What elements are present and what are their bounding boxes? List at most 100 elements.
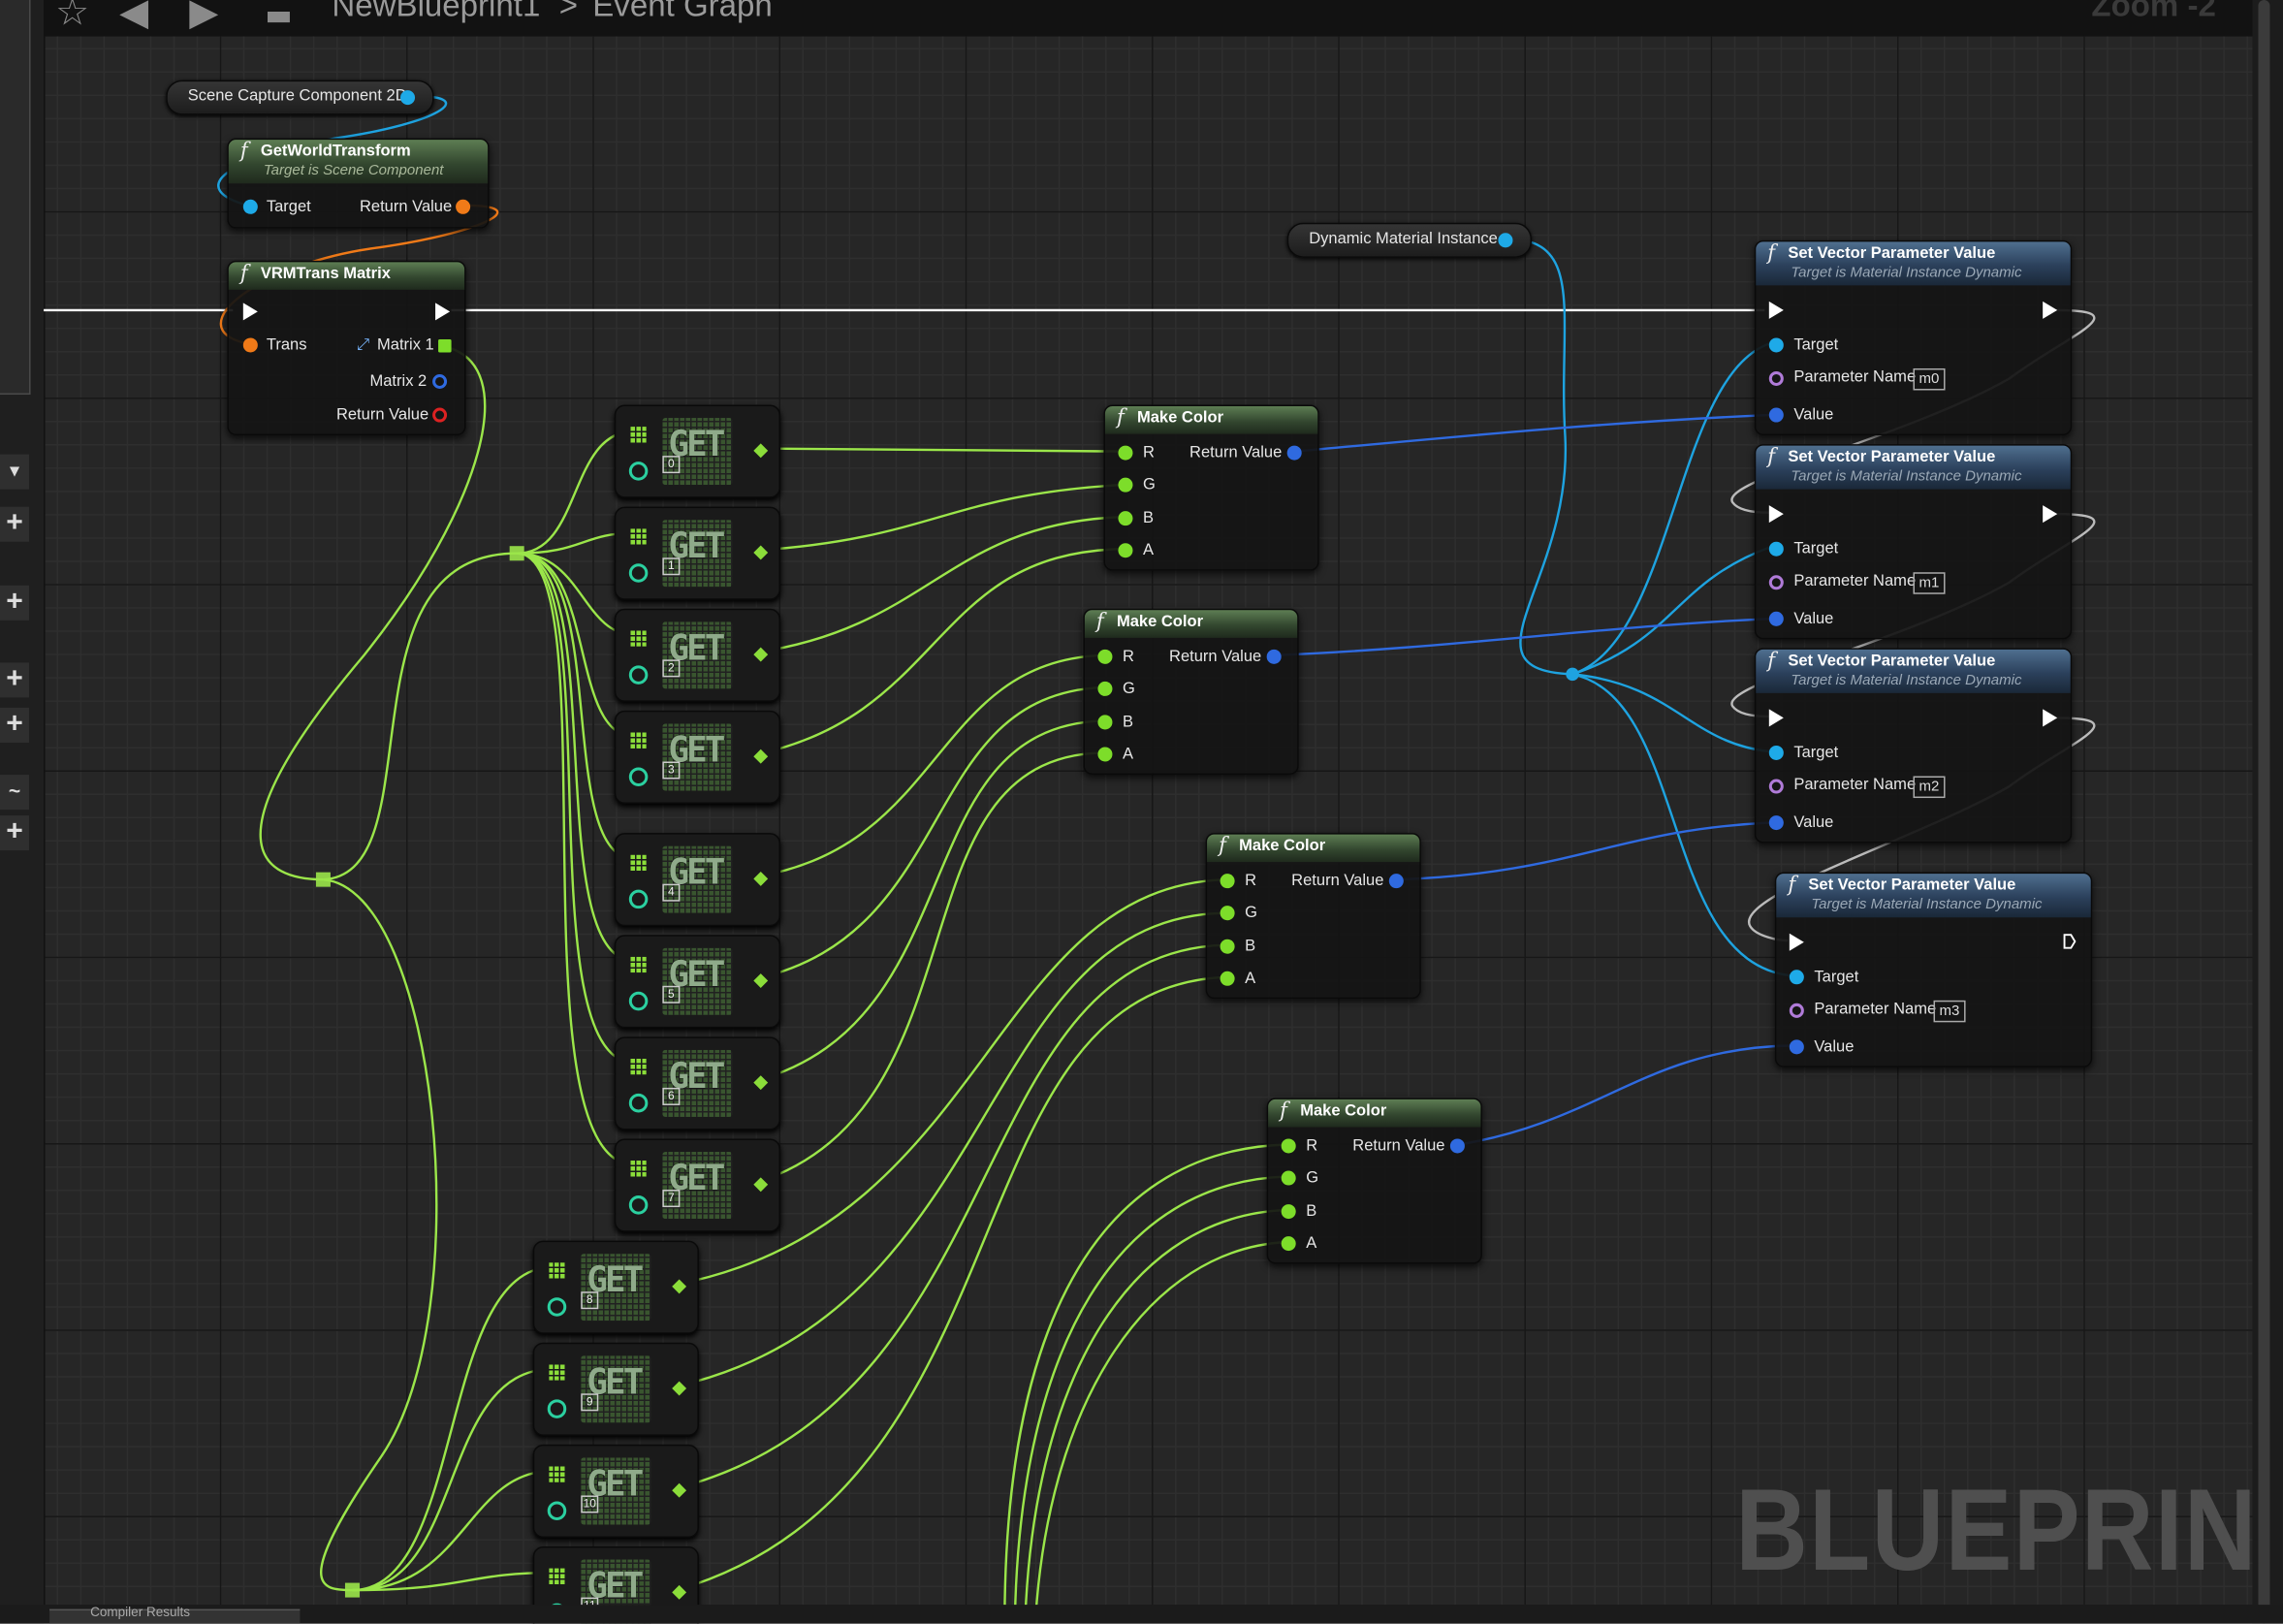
- compiler-results-tab[interactable]: Compiler Results: [49, 1605, 301, 1624]
- add-icon[interactable]: +: [0, 585, 30, 621]
- return-value-pin[interactable]: [456, 199, 471, 214]
- index-value[interactable]: 6: [662, 1087, 681, 1105]
- index-pin[interactable]: [628, 1195, 649, 1215]
- output-pin[interactable]: [672, 1381, 687, 1396]
- g-pin[interactable]: [1118, 477, 1133, 493]
- a-pin[interactable]: [1097, 747, 1113, 762]
- a-pin[interactable]: [1220, 971, 1235, 986]
- value-pin[interactable]: [1768, 815, 1784, 831]
- output-pin[interactable]: [1498, 233, 1513, 248]
- output-pin[interactable]: [753, 443, 769, 459]
- array-pin[interactable]: [630, 630, 647, 647]
- index-pin[interactable]: [547, 1297, 567, 1317]
- array-pin[interactable]: [630, 854, 647, 872]
- output-pin[interactable]: [753, 545, 769, 560]
- dynamic-material-variable-node[interactable]: Dynamic Material Instance: [1286, 222, 1532, 258]
- index-pin[interactable]: [628, 767, 649, 787]
- exec-in-pin[interactable]: [1768, 505, 1784, 524]
- matrix2-pin[interactable]: [432, 373, 448, 390]
- b-pin[interactable]: [1118, 511, 1133, 526]
- value-pin[interactable]: [1768, 407, 1784, 423]
- a-pin[interactable]: [1118, 543, 1133, 558]
- parameter-name-pin[interactable]: [1768, 779, 1784, 794]
- array-pin[interactable]: [630, 732, 647, 748]
- exec-out-pin[interactable]: [2043, 505, 2058, 524]
- parameter-name-pin[interactable]: [1789, 1003, 1804, 1018]
- array-pin[interactable]: [549, 1568, 565, 1585]
- parameter-name-input[interactable]: m0: [1913, 367, 1946, 391]
- parameter-name-input[interactable]: m3: [1933, 1000, 1966, 1023]
- index-value[interactable]: 1: [662, 557, 681, 576]
- exec-in-pin[interactable]: [1768, 709, 1784, 727]
- array-pin[interactable]: [630, 427, 647, 443]
- g-pin[interactable]: [1097, 681, 1113, 696]
- g-pin[interactable]: [1281, 1170, 1296, 1186]
- index-pin[interactable]: [547, 1399, 567, 1418]
- r-pin[interactable]: [1118, 445, 1133, 461]
- index-value[interactable]: 5: [662, 985, 681, 1003]
- index-value[interactable]: 0: [662, 456, 681, 474]
- b-pin[interactable]: [1220, 939, 1235, 954]
- parameter-name-input[interactable]: m2: [1913, 776, 1946, 799]
- scene-capture-variable-node[interactable]: Scene Capture Component 2D: [166, 80, 434, 115]
- exec-in-pin[interactable]: [242, 303, 258, 321]
- collapse-arrow-icon[interactable]: ▾: [0, 454, 30, 490]
- b-pin[interactable]: [1097, 715, 1113, 730]
- value-pin[interactable]: [1768, 611, 1784, 626]
- array-pin[interactable]: [549, 1364, 565, 1381]
- breadcrumb-graph[interactable]: Event Graph: [592, 0, 773, 24]
- output-pin[interactable]: [753, 871, 769, 886]
- add-icon[interactable]: +: [0, 662, 30, 698]
- target-pin[interactable]: [1768, 745, 1784, 760]
- forward-arrow-icon[interactable]: ▶: [189, 0, 219, 36]
- output-pin[interactable]: [753, 1177, 769, 1193]
- vrm-trans-matrix-node[interactable]: f VRMTrans Matrix Trans ⤢ Matrix 1 Matri…: [227, 260, 466, 436]
- star-icon[interactable]: ☆: [55, 0, 90, 36]
- exec-out-pin[interactable]: [2063, 934, 2077, 950]
- array-pin[interactable]: [549, 1466, 565, 1482]
- breadcrumb-blueprint[interactable]: NewBlueprint1: [332, 0, 541, 24]
- index-value[interactable]: 4: [662, 883, 681, 902]
- exec-out-pin[interactable]: [2043, 709, 2058, 727]
- array-pin[interactable]: [630, 1058, 647, 1075]
- get-world-transform-node[interactable]: f GetWorldTransform Target is Scene Comp…: [227, 138, 490, 229]
- output-pin[interactable]: [672, 1279, 687, 1294]
- target-pin[interactable]: [1768, 541, 1784, 557]
- index-value[interactable]: 3: [662, 761, 681, 780]
- matrix1-pin[interactable]: [438, 338, 452, 353]
- index-value[interactable]: 9: [581, 1393, 599, 1412]
- return-value-pin[interactable]: [1286, 445, 1302, 461]
- back-arrow-icon[interactable]: ◀: [119, 0, 149, 36]
- array-pin[interactable]: [630, 528, 647, 545]
- output-pin[interactable]: [672, 1482, 687, 1498]
- index-pin[interactable]: [547, 1501, 567, 1520]
- add-icon[interactable]: +: [0, 506, 30, 542]
- index-pin[interactable]: [628, 991, 649, 1011]
- r-pin[interactable]: [1220, 874, 1235, 889]
- index-pin[interactable]: [628, 563, 649, 583]
- vertical-scrollbar[interactable]: [2258, 0, 2270, 1624]
- trans-pin[interactable]: [242, 337, 258, 353]
- value-pin[interactable]: [1789, 1039, 1804, 1055]
- tilde-icon[interactable]: ~: [0, 775, 30, 811]
- target-pin[interactable]: [1789, 970, 1804, 985]
- return-value-pin[interactable]: [1449, 1138, 1465, 1154]
- output-pin[interactable]: [672, 1584, 687, 1600]
- exec-out-pin[interactable]: [435, 303, 451, 321]
